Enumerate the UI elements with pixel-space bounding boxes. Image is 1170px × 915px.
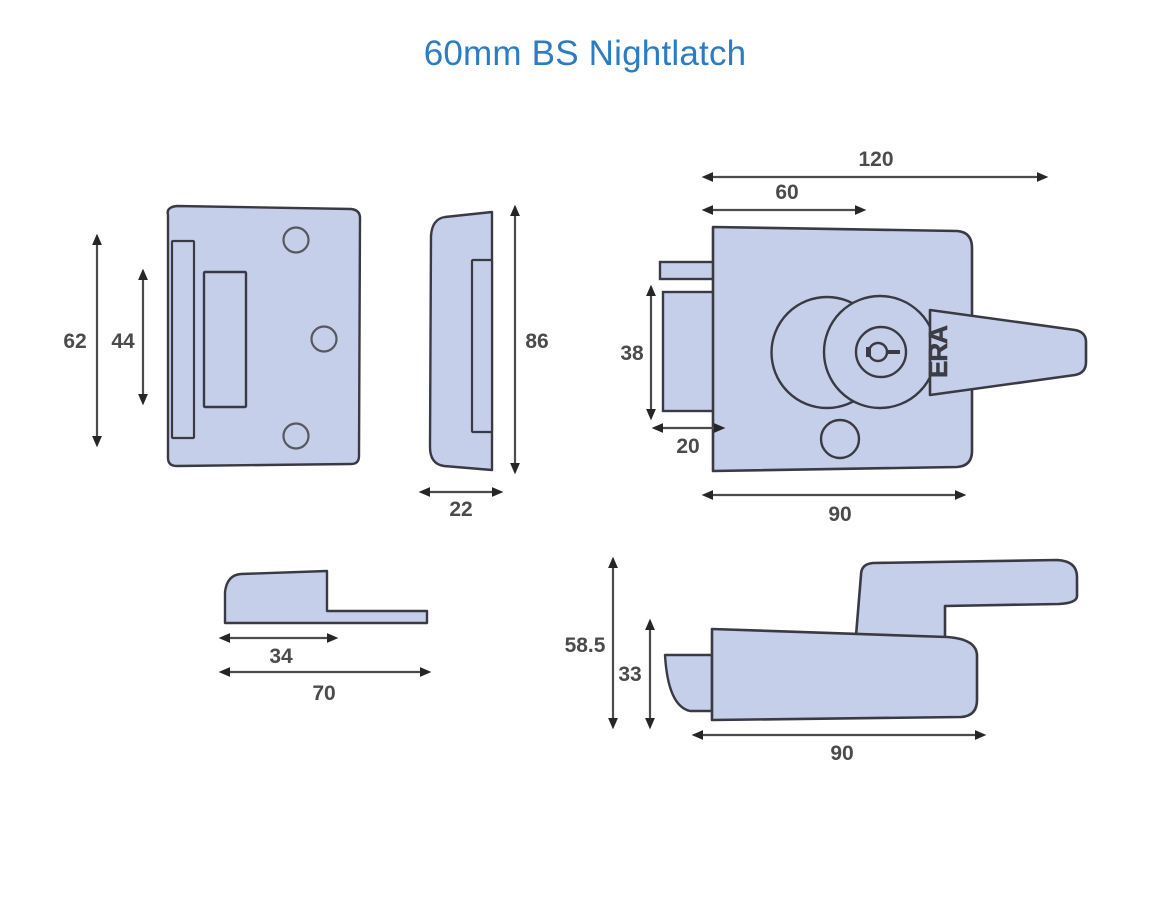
keyway-pin <box>867 341 889 363</box>
dimension-label-44: 44 <box>111 330 135 353</box>
latch-tongue <box>658 260 717 281</box>
strike-plate-screw-hole-bottom <box>282 422 310 450</box>
dimension-label-34: 34 <box>269 645 293 668</box>
dimension-label-90-side: 90 <box>830 742 853 765</box>
strike-plate-latch-cutout <box>202 270 248 409</box>
dimension-label-62: 62 <box>63 330 86 353</box>
strike-plate-screw-hole-top <box>282 226 310 254</box>
lever-handle-side <box>853 558 1079 654</box>
strike-plate-profile-view: 34 70 <box>218 569 432 705</box>
dimension-label-33: 33 <box>618 663 641 686</box>
dimension-label-22: 22 <box>449 498 472 521</box>
era-brand-mark: ERA <box>923 325 953 378</box>
dimension-label-86: 86 <box>525 330 548 353</box>
strike-plate-side-view: 86 22 <box>418 204 549 521</box>
strike-plate-front-view: 62 44 <box>63 204 362 468</box>
nightlatch-body-side-outline <box>710 627 979 722</box>
lever-handle <box>928 308 1088 397</box>
latch-bolt <box>661 290 717 413</box>
strike-plate-side-slot <box>470 258 494 434</box>
dimension-label-120: 120 <box>858 148 893 171</box>
latch-bolt-nose-side <box>663 653 714 713</box>
dimension-label-70: 70 <box>312 682 335 705</box>
page-title: 60mm BS Nightlatch <box>423 34 747 73</box>
dimension-label-38: 38 <box>620 342 644 365</box>
nightlatch-body-front-view: ERA 120 60 38 20 90 <box>620 148 1088 526</box>
keyway-slot-icon <box>866 347 900 357</box>
nightlatch-body-side-view: 58.5 33 90 <box>565 556 1079 765</box>
dimension-label-20: 20 <box>676 435 699 458</box>
dimension-label-58-5: 58.5 <box>565 634 606 657</box>
strike-plate-profile-outline <box>223 569 429 625</box>
dimension-label-90-front: 90 <box>828 503 851 526</box>
strike-plate-edge-slot <box>170 239 196 440</box>
dimension-label-60: 60 <box>775 181 798 204</box>
strike-plate-screw-hole-middle <box>310 325 338 353</box>
thumbturn-hole <box>819 418 861 460</box>
